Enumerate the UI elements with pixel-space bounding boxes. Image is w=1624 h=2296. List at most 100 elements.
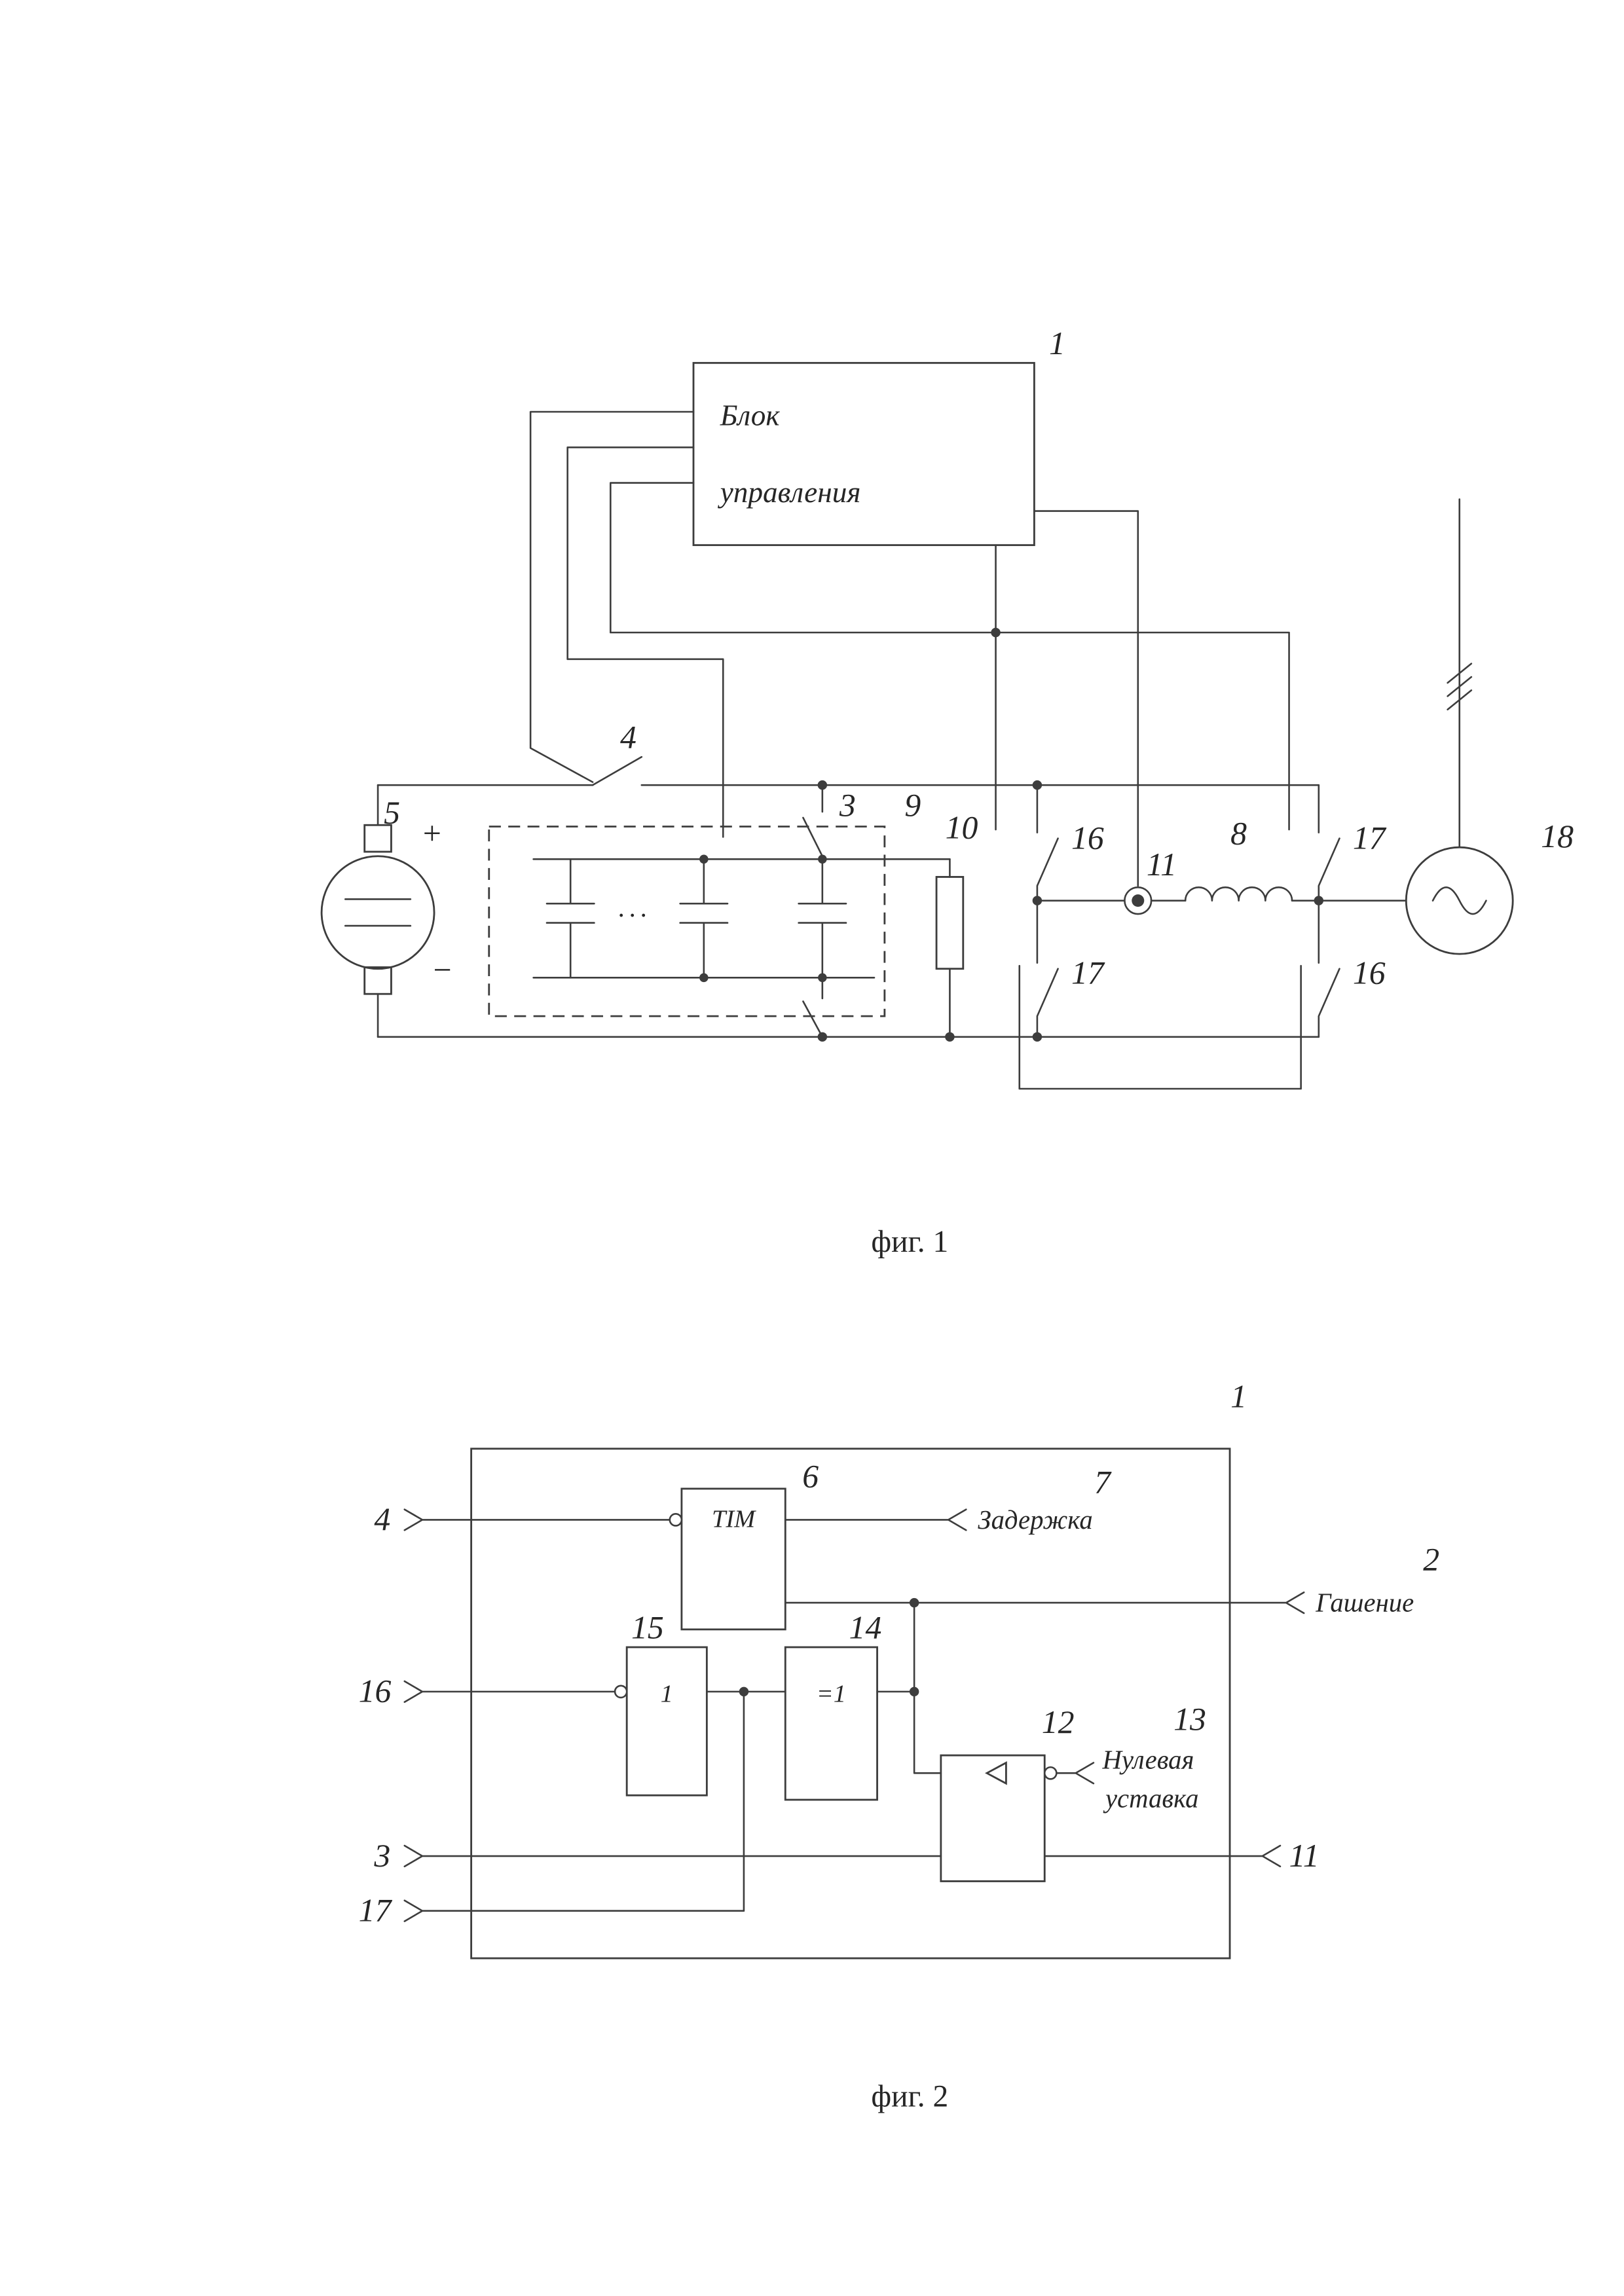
input-17-terminal: 17 xyxy=(359,1690,745,1929)
zero-setpoint-name-line1: Нулевая xyxy=(1101,1745,1194,1775)
switch-4-blade xyxy=(591,756,643,786)
caption-fig1: фиг. 1 xyxy=(871,1225,948,1259)
capacitors xyxy=(545,858,847,979)
ref-7: 7 xyxy=(1094,1465,1112,1501)
timer-block-label: TIM xyxy=(712,1506,756,1533)
inverter-block-outline xyxy=(625,1646,708,1796)
ellipsis-label: ··· xyxy=(618,901,651,930)
figure-1: Блок управления 1 4 5 + − ··· 9 xyxy=(320,325,1574,1259)
zero-setpoint-line xyxy=(1056,1762,1095,1785)
ref-8: 8 xyxy=(1230,816,1247,852)
current-node-11: 11 xyxy=(1124,847,1177,915)
ref-11: 11 xyxy=(1147,847,1177,883)
junction-dot xyxy=(991,627,1001,638)
ref-17-left: 17 xyxy=(1071,955,1105,991)
ref-3: 3 xyxy=(839,788,856,824)
comparator-block-outline xyxy=(940,1754,1046,1882)
output-7-line xyxy=(784,1508,967,1531)
battery-body xyxy=(320,855,435,970)
zero-setpoint-terminal-13: Нулевая уставка 13 xyxy=(1043,1702,1206,1813)
xor-block-14: =1 14 xyxy=(784,1609,882,1801)
node-11-core xyxy=(1132,894,1145,907)
junction-dot xyxy=(699,973,709,983)
commutator-left: 16 17 xyxy=(1036,784,1105,1038)
ref-18: 18 xyxy=(1541,818,1574,854)
capacitor-bank-outline xyxy=(488,826,886,1017)
wire-14-output xyxy=(876,1601,942,1774)
junction-dot xyxy=(817,1032,828,1042)
control-unit-title-line1: Блок xyxy=(720,399,781,431)
ref-17-right: 17 xyxy=(1353,820,1387,856)
control-unit-title-line2: управления xyxy=(718,476,861,509)
battery-terminal-bottom xyxy=(363,966,392,995)
timer-block-outline xyxy=(680,1487,786,1631)
switch-3: 3 xyxy=(802,784,856,1038)
output-11-terminal: 11 xyxy=(1043,1838,1320,1874)
ref-9: 9 xyxy=(904,788,921,824)
ref-1: 1 xyxy=(1230,1378,1247,1414)
inverter-block-15: 1 15 xyxy=(625,1609,708,1796)
input-4-terminal: 4 xyxy=(374,1501,683,1537)
switch-3-contacts xyxy=(802,784,824,1038)
ref-5: 5 xyxy=(384,795,400,831)
input-17-label: 17 xyxy=(359,1893,393,1929)
input-16-line xyxy=(403,1680,616,1704)
input-3-terminal: 3 xyxy=(373,1838,942,1874)
output-7-name: Задержка xyxy=(978,1505,1092,1535)
lower-gate-link xyxy=(1018,964,1302,1090)
resistor-10: 10 xyxy=(935,810,978,1038)
inversion-circle xyxy=(669,1513,683,1527)
ref-16-right: 16 xyxy=(1353,955,1386,991)
caption-fig2: фиг. 2 xyxy=(871,2079,948,2113)
supply-hash-marks xyxy=(1447,663,1473,711)
control-wires xyxy=(529,410,1290,887)
inverter-block-label: 1 xyxy=(661,1681,673,1708)
output-2-line xyxy=(784,1591,1305,1614)
junction-dot xyxy=(945,1032,955,1042)
capacitor-rails xyxy=(532,858,951,979)
control-unit-internal-box xyxy=(470,1448,1231,1959)
input-16-label: 16 xyxy=(359,1673,392,1709)
timer-block-6: TIM 6 xyxy=(680,1459,819,1631)
comparator-block-12: 12 xyxy=(940,1704,1075,1882)
inductor-8: 8 xyxy=(1184,816,1293,902)
ref-10: 10 xyxy=(946,810,978,846)
input-4-label: 4 xyxy=(374,1501,390,1537)
xor-block-label: =1 xyxy=(817,1681,846,1708)
figure-2: 1 TIM 6 4 Задержка 7 Гашение 2 1 15 xyxy=(359,1378,1440,2113)
zero-setpoint-name-line2: уставка xyxy=(1103,1783,1198,1813)
output-11-line xyxy=(1043,1844,1282,1868)
inversion-circle xyxy=(1043,1766,1058,1780)
junction-dot xyxy=(909,1686,919,1697)
ref-12: 12 xyxy=(1042,1704,1075,1740)
junction-dot xyxy=(817,780,828,790)
inversion-circle xyxy=(614,1685,628,1699)
commutator-left-switches xyxy=(1036,784,1059,1038)
ac-sine-icon xyxy=(1431,886,1487,915)
ac-source-18: 18 xyxy=(1405,498,1574,955)
ref-2: 2 xyxy=(1423,1541,1439,1577)
junction-dot xyxy=(699,854,709,864)
input-3-label: 3 xyxy=(373,1838,390,1874)
xor-block-outline xyxy=(784,1646,878,1801)
junction-dot xyxy=(818,854,827,864)
capacitor-bank-9: ··· 9 xyxy=(488,788,951,1017)
battery-terminal-top xyxy=(363,824,392,853)
inductor-coil xyxy=(1184,886,1293,902)
ref-16-left: 16 xyxy=(1071,820,1104,856)
battery-minus-label: − xyxy=(432,952,454,988)
output-2-name: Гашение xyxy=(1315,1588,1414,1618)
commutator-right: 17 16 xyxy=(1318,784,1387,1038)
comparator-triangle-icon xyxy=(985,1761,1007,1785)
ref-14: 14 xyxy=(849,1609,882,1645)
input-4-line xyxy=(403,1508,671,1531)
ref-13: 13 xyxy=(1173,1702,1206,1738)
ref-4: 4 xyxy=(620,720,637,756)
output-7-terminal: Задержка 7 xyxy=(784,1465,1112,1535)
output-11-label: 11 xyxy=(1289,1838,1320,1874)
ref-15: 15 xyxy=(631,1609,664,1645)
input-17-line xyxy=(403,1690,745,1922)
junction-dot xyxy=(909,1597,919,1608)
control-unit-box xyxy=(692,361,1035,547)
